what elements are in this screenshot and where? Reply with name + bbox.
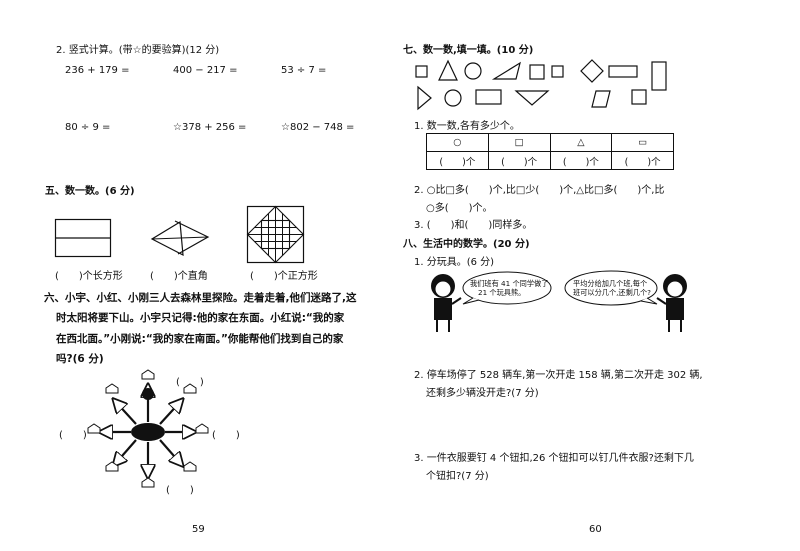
page-number-right: 60 bbox=[589, 524, 602, 535]
s8-q2-line-1: 2. 停车场停了 528 辆车,第一次开走 158 辆,第二次开走 302 辆, bbox=[414, 370, 703, 381]
calc-5: ☆378 + 256 = bbox=[173, 122, 247, 133]
bubble-left-line-1: 我们班有 41 个同学做了 bbox=[470, 279, 549, 288]
s7-q3: 3. ( )和( )同样多。 bbox=[414, 220, 533, 231]
header-rectangle: ▭ bbox=[611, 133, 674, 152]
count-cell-rectangle: ( )个 bbox=[611, 151, 674, 170]
s7-q2-line-1: 2. ○比□多( )个,比□少( )个,△比□多( )个,比 bbox=[414, 185, 665, 196]
section-6-line-4: 吗?(6 分) bbox=[56, 353, 104, 365]
count-table: ○ □ △ ▭ ( )个 ( )个 ( )个 ( )个 bbox=[426, 133, 674, 170]
s8-q2-line-2: 还剩多少辆没开走?(7 分) bbox=[426, 388, 539, 399]
bubble-right-line-1: 平均分给加几个班,每个 bbox=[573, 279, 648, 288]
answer-right-angles: ( )个直角 bbox=[150, 271, 208, 282]
section-8-title: 八、生活中的数学。(20 分) bbox=[403, 239, 530, 250]
header-triangle: △ bbox=[549, 133, 613, 152]
blank-north: ( ) bbox=[176, 377, 204, 388]
blank-west: ( ) bbox=[59, 430, 87, 441]
count-cell-square: ( )个 bbox=[487, 151, 551, 170]
squares-figure bbox=[246, 205, 305, 264]
section-7-title: 七、数一数,填一填。(10 分) bbox=[403, 45, 534, 56]
calc-3: 53 ÷ 7 = bbox=[281, 65, 327, 76]
section-5-title: 五、数一数。(6 分) bbox=[45, 186, 135, 197]
s8-q1: 1. 分玩具。(6 分) bbox=[414, 257, 495, 268]
s8-q3-line-2: 个钮扣?(7 分) bbox=[426, 471, 489, 482]
count-cell-circle: ( )个 bbox=[426, 151, 489, 170]
shapes-figure bbox=[415, 59, 667, 111]
calc-4: 80 ÷ 9 = bbox=[65, 122, 111, 133]
s7-q1: 1. 数一数,各有多少个。 bbox=[414, 121, 520, 132]
calc-6: ☆802 − 748 = bbox=[281, 122, 355, 133]
bubble-right-line-2: 班可以分几个,还剩几个? bbox=[573, 288, 651, 297]
section-6-line-3: 在西北面。”小刚说:“我的家在南面。”你能帮他们找到自己的家 bbox=[56, 333, 344, 345]
rectangles-figure bbox=[54, 218, 112, 258]
calc-2: 400 − 217 = bbox=[173, 65, 238, 76]
calc-1: 236 + 179 = bbox=[65, 65, 130, 76]
angles-figure bbox=[150, 220, 210, 257]
section-6-line-2: 时太阳将要下山。小宇只记得:他的家在东面。小红说:“我的家 bbox=[56, 312, 345, 324]
q2-title: 2. 竖式计算。(带☆的要验算)(12 分) bbox=[56, 45, 220, 56]
header-square: □ bbox=[487, 133, 551, 152]
section-6-line-1: 六、小宇、小红、小刚三人去森林里探险。走着走着,他们迷路了,这 bbox=[44, 292, 357, 304]
s8-q3-line-1: 3. 一件衣服要钉 4 个钮扣,26 个钮扣可以钉几件衣服?还剩下几 bbox=[414, 453, 694, 464]
count-cell-triangle: ( )个 bbox=[549, 151, 613, 170]
blank-south: ( ) bbox=[166, 485, 194, 496]
toys-illustration bbox=[431, 270, 687, 332]
compass-figure bbox=[87, 369, 209, 488]
answer-squares: ( )个正方形 bbox=[250, 271, 318, 282]
header-circle: ○ bbox=[426, 133, 489, 152]
answer-rectangles: ( )个长方形 bbox=[55, 271, 123, 282]
bubble-left-line-2: 21 个玩具熊。 bbox=[478, 288, 526, 297]
s7-q2-line-2: ○多( )个。 bbox=[426, 203, 493, 214]
blank-east: ( ) bbox=[212, 430, 240, 441]
page-number-left: 59 bbox=[192, 524, 205, 535]
